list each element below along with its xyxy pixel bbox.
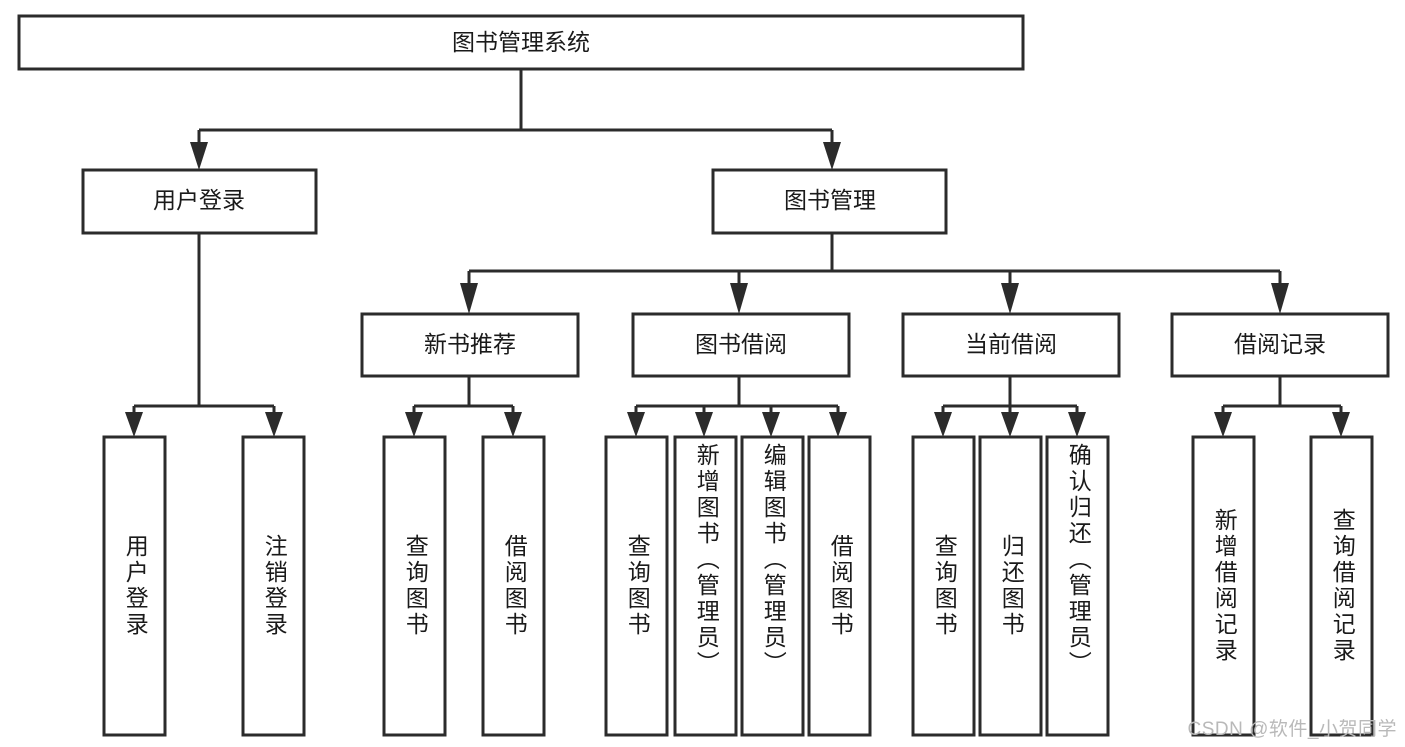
node-current-borrow-box[interactable] [901, 312, 1121, 378]
leaf-box-nb-query-book[interactable] [382, 435, 447, 737]
leaf-box-br-query-record[interactable] [1309, 435, 1374, 737]
arrow-head-nb-leaf-2 [504, 412, 522, 437]
leaf-box-cb-query-book[interactable] [911, 435, 976, 737]
node-user-login-label: 用户登录 [153, 187, 245, 213]
arrow-head-bb-leaf-3 [762, 412, 780, 437]
arrow-head-cb-leaf-1 [934, 412, 952, 437]
leaf-box-user-login[interactable] [102, 435, 167, 737]
node-new-book-recommend-label: 新书推荐 [424, 331, 516, 357]
node-borrow-record-label: 借阅记录 [1234, 331, 1326, 357]
node-book-manage-box[interactable] [711, 168, 948, 235]
arrow-head-cb-leaf-2 [1001, 412, 1019, 437]
arrow-head-user-login [190, 142, 208, 170]
node-new-book-recommend-box[interactable] [360, 312, 580, 378]
leaf-box-bb-borrow-book[interactable] [807, 435, 872, 737]
node-root-label: 图书管理系统 [452, 29, 590, 55]
leaf-box-cb-return-book[interactable] [978, 435, 1043, 737]
leaf-box-bb-edit-book[interactable] [740, 435, 805, 737]
arrow-head-bb-leaf-4 [829, 412, 847, 437]
node-root-box[interactable] [17, 14, 1025, 71]
arrow-head-leaf-logout [265, 412, 283, 437]
arrow-head-book-manage [823, 142, 841, 170]
node-book-borrow-label: 图书借阅 [695, 331, 787, 357]
arrow-head-book-borrow [730, 283, 748, 314]
connector-layer [125, 69, 1350, 437]
leaf-box-bb-query-book[interactable] [604, 435, 669, 737]
arrow-head-borrow-record [1271, 283, 1289, 314]
leaf-box-nb-borrow-book[interactable] [481, 435, 546, 737]
leaf-box-br-add-record[interactable] [1191, 435, 1256, 737]
leaf-box-layer [102, 435, 1374, 737]
arrow-head-bb-leaf-2 [695, 412, 713, 437]
node-book-borrow-box[interactable] [631, 312, 851, 378]
arrow-head-br-leaf-2 [1332, 412, 1350, 437]
leaf-box-bb-add-book[interactable] [673, 435, 738, 737]
watermark-text: CSDN @软件_小贺同学 [1187, 719, 1397, 740]
arrow-head-cb-leaf-3 [1068, 412, 1086, 437]
arrow-head-bb-leaf-1 [627, 412, 645, 437]
leaf-box-logout[interactable] [241, 435, 306, 737]
leaf-box-cb-confirm-return[interactable] [1045, 435, 1110, 737]
arrow-head-new-book [460, 283, 478, 314]
arrow-head-leaf-user-login [125, 412, 143, 437]
node-current-borrow-label: 当前借阅 [965, 331, 1057, 357]
node-book-manage-label: 图书管理 [784, 187, 876, 213]
arrow-head-br-leaf-1 [1214, 412, 1232, 437]
node-borrow-record-box[interactable] [1170, 312, 1390, 378]
arrow-head-current-borrow [1001, 283, 1019, 314]
node-user-login-box[interactable] [81, 168, 318, 235]
arrow-head-nb-leaf-1 [405, 412, 423, 437]
